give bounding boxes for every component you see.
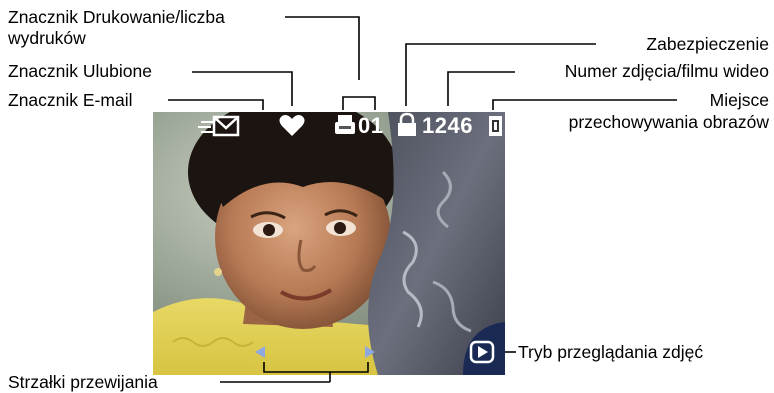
left-arrow-icon xyxy=(255,346,265,358)
print-count-label: Znacznik Drukowanie/liczba xyxy=(8,7,225,27)
storage-leader xyxy=(492,99,677,110)
print-count-label-line2: wydruków xyxy=(8,28,86,48)
picture-number-leader xyxy=(447,71,515,106)
email-icon xyxy=(198,115,240,137)
hud-overlay xyxy=(198,112,505,375)
print-count-value: 01 xyxy=(358,113,384,138)
memory-card-icon xyxy=(489,116,502,136)
play-icon xyxy=(463,322,505,375)
picture-number-label: Numer zdjęcia/filmu wideo xyxy=(564,61,769,81)
print-count-bracket xyxy=(342,96,376,110)
protection-label: Zabezpieczenie xyxy=(646,34,769,54)
review-mode-label: Tryb przeglądania zdjęć xyxy=(518,342,704,362)
right-arrow-icon xyxy=(365,346,375,358)
camera-screen: 01 1246 xyxy=(153,112,505,375)
favorite-leader xyxy=(192,71,293,106)
storage-label-line1: Miejsce xyxy=(709,90,769,110)
heart-icon xyxy=(279,115,305,136)
email-leader xyxy=(168,99,264,110)
storage-label-line2: przechowywania obrazów xyxy=(568,112,769,132)
protection-leader xyxy=(405,43,596,106)
scroll-arrows-bracket xyxy=(263,362,369,373)
picture-number-value: 1246 xyxy=(422,113,473,138)
photo-image xyxy=(153,112,505,375)
print-count-leader xyxy=(285,16,360,80)
email-label: Znacznik E-mail xyxy=(8,90,133,110)
favorite-label: Znacznik Ulubione xyxy=(8,61,152,81)
print-icon xyxy=(335,115,355,134)
scroll-arrows-label: Strzałki przewijania xyxy=(8,372,158,392)
lock-icon xyxy=(398,112,416,136)
